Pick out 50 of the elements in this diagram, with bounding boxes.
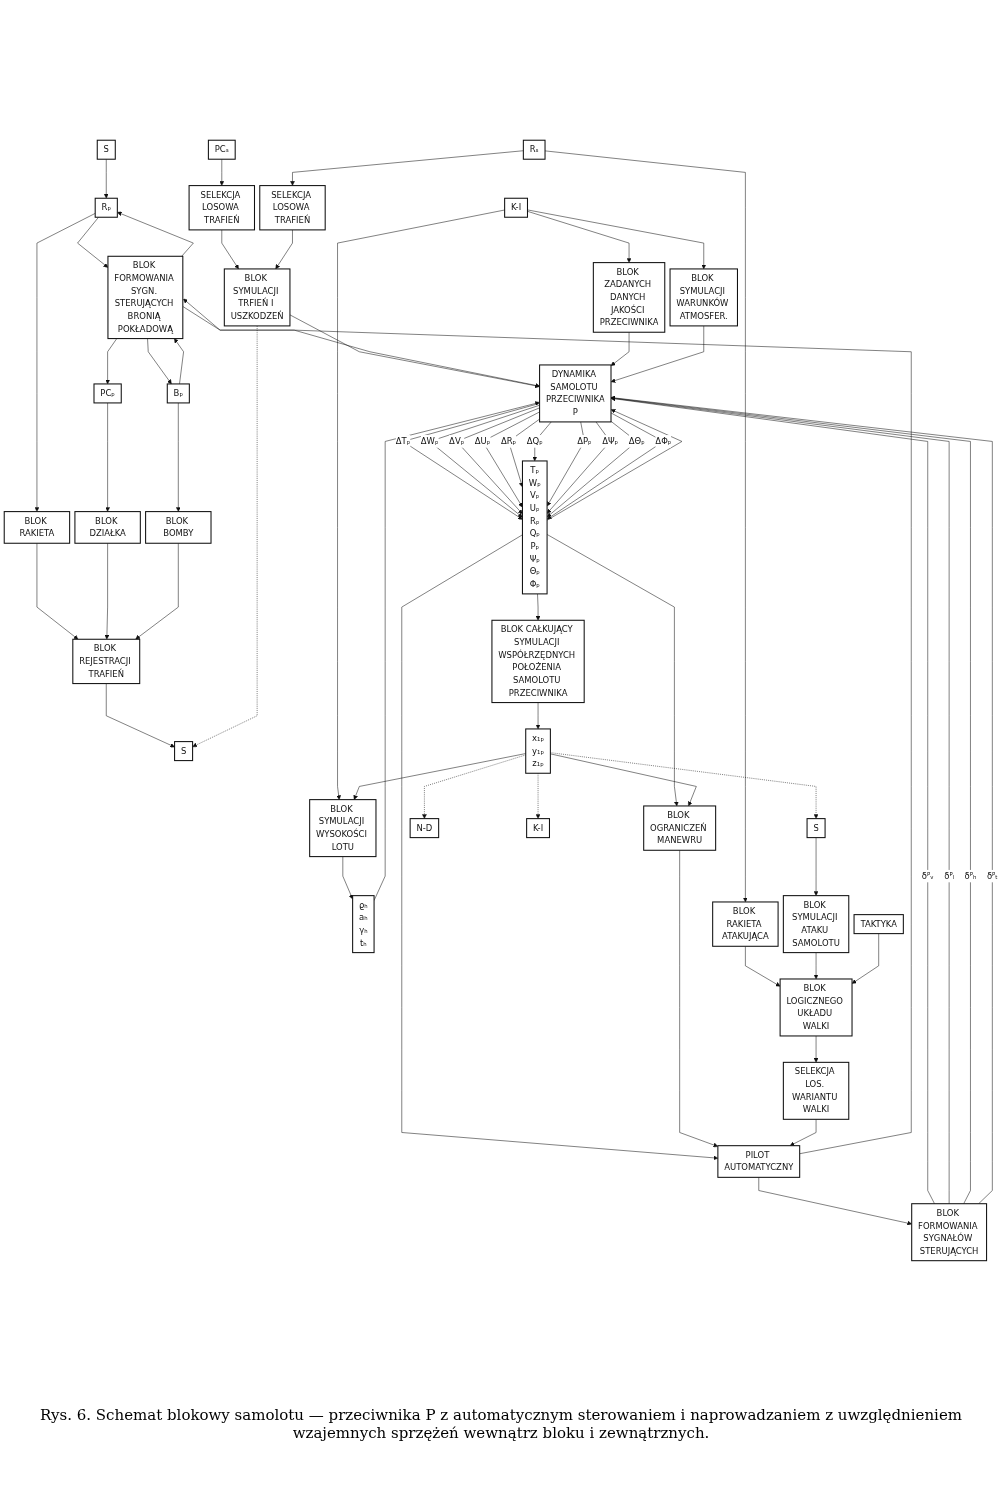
node-box: Tₚ Wₚ Vₚ Uₚ Rₚ Qₚ Pₚ Ψₚ Θₚ Φₚ <box>521 459 548 594</box>
node-box: N-D <box>409 817 440 838</box>
edge-label: δᴾᵥ <box>921 870 934 881</box>
edge-label: ΔVₚ <box>449 435 465 446</box>
node-box: Rₚ <box>94 197 118 218</box>
figure-caption: Rys. 6. Schemat blokowy samolotu — przeciwnika P z automatycznym sterowaniem i naprowadzaniem z uwzględnieniem wzajemnych sprzężeń wewnątrz bloku i zewnątrznych. <box>39 1406 963 1442</box>
node-box: BLOK FORMOWANIA SYGNAŁÓW STERUJĄCYCH <box>911 1202 988 1261</box>
edge-label: ΔTₚ <box>395 435 411 446</box>
node-box: Bₚ <box>166 382 190 403</box>
node-box: K-I <box>526 817 550 838</box>
edge-label: ΔPₚ <box>577 435 592 446</box>
node-box: K-I <box>504 197 528 218</box>
node-box: SELEKCJA LOSOWA TRAFIEŃ <box>188 184 256 230</box>
node-box: PILOT AUTOMATYCZNY <box>717 1144 801 1178</box>
node-box: BLOK RAKIETA ATAKUJĄCA <box>712 901 779 947</box>
edge-label: ΔUₚ <box>474 435 491 446</box>
node-box: S <box>96 139 116 160</box>
node-box: BLOK REJESTRACJI TRAFIEŃ <box>72 638 141 684</box>
node-box: Rₛ <box>522 139 546 160</box>
edge-label: ΔRₚ <box>500 435 517 446</box>
edge-label: ΔQₚ <box>526 435 543 446</box>
node-box: BLOK BOMBY <box>145 510 212 544</box>
edge-label: ΔΘₚ <box>628 435 645 446</box>
edge-label: ΔΨₚ <box>602 435 619 446</box>
edge-label: ΔWₚ <box>420 435 439 446</box>
node-box: BLOK DZIAŁKA <box>74 510 141 544</box>
node-box: BLOK FORMOWANIA SYGN. STERUJĄCYCH BRONIĄ POKŁADOWĄ <box>107 255 184 339</box>
node-box: x₁ₚ y₁ₚ z₁ₚ <box>525 727 551 774</box>
node-box: DYNAMIKA SAMOLOTU PRZECIWNIKA P <box>539 363 612 422</box>
node-box: BLOK RAKIETA <box>3 510 71 544</box>
node-box: PCₚ <box>93 382 122 403</box>
node-box: SELEKCJA LOS. WARIANTU WALKI <box>782 1061 850 1120</box>
node-box: BLOK LOGICZNEGO UKŁADU WALKI <box>779 978 853 1037</box>
node-box: BLOK CAŁKUJĄCY SYMULACJI WSPÓŁRZĘDNYCH POŁOŻENIA SAMOLOTU PRZECIWNIKA <box>491 619 585 703</box>
node-box: S <box>806 817 826 838</box>
node-box: BLOK SYMULACJI TRFIEŃ I USZKODZEŃ <box>223 267 291 326</box>
node-box: BLOK ZADANYCH DANYCH JAKOŚCI PRZECIWNIKA <box>592 261 666 333</box>
node-box: TAKTYKA <box>853 913 904 934</box>
edge-label: δᴾₜ <box>986 870 998 881</box>
node-box: S <box>174 740 194 761</box>
edge-label: δᴾₗ <box>944 870 955 881</box>
node-box: PCₛ <box>207 139 236 160</box>
edge-label: ΔΦₚ <box>655 435 672 446</box>
node-box: BLOK SYMULACJI ATAKU SAMOLOTU <box>782 894 850 953</box>
node-box: BLOK SYMULACJI WARUNKÓW ATMOSFER. <box>669 267 738 326</box>
edge-label: δᴾₕ <box>964 870 977 881</box>
node-box: ϱₕ aₕ γₕ tₕ <box>352 894 375 953</box>
node-box: BLOK SYMULACJI WYSOKOŚCI LOTU <box>309 798 377 857</box>
node-box: BLOK OGRANICZEŃ MANEWRU <box>643 805 717 851</box>
node-box: SELEKCJA LOSOWA TRAFIEŃ <box>259 184 326 230</box>
